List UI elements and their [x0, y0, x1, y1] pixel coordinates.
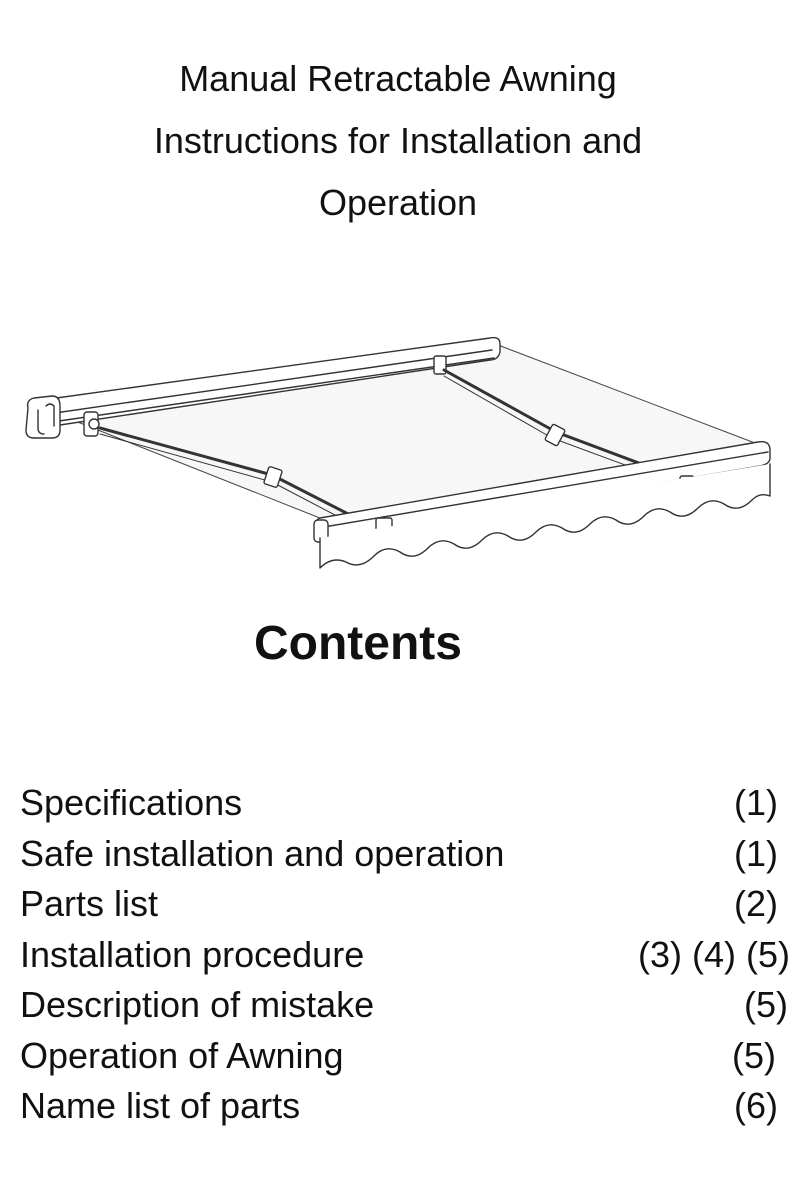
toc-item-name-list-of-parts: Name list of parts (6)	[20, 1081, 790, 1132]
toc-item-label: Description of mistake	[20, 984, 375, 1025]
awning-illustration-icon	[25, 336, 771, 569]
toc-item-label: Parts list	[20, 883, 159, 924]
toc-item-label: Specifications	[20, 782, 243, 823]
document-title: Manual Retractable Awning Instructions f…	[0, 48, 796, 234]
toc-item-specifications: Specifications (1)	[20, 778, 790, 829]
toc-item-pages: (3) (4) (5)	[638, 933, 790, 975]
toc-item-installation-procedure: Installation procedure (3) (4) (5)	[20, 930, 790, 981]
title-line-1: Manual Retractable Awning	[179, 58, 617, 99]
toc-item-safe-installation: Safe installation and operation (1)	[20, 829, 790, 880]
title-line-3: Operation	[318, 182, 478, 223]
title-line-2: Instructions for Installation and	[153, 120, 643, 161]
toc-item-label: Safe installation and operation	[20, 832, 505, 874]
toc-item-pages: (5)	[744, 984, 788, 1025]
toc-item-pages: (1)	[734, 782, 778, 823]
toc-item-pages: (1)	[734, 832, 778, 874]
toc-item-parts-list: Parts list (2)	[20, 879, 790, 930]
toc-item-pages: (5)	[732, 1034, 776, 1076]
toc-item-operation-of-awning: Operation of Awning (5)	[20, 1031, 790, 1082]
contents-heading: Contents	[254, 617, 462, 670]
toc-item-label: Operation of Awning	[20, 1034, 344, 1076]
toc-item-pages: (2)	[734, 883, 778, 924]
toc-item-label: Name list of parts	[20, 1085, 301, 1126]
table-of-contents: Specifications (1) Safe installation and…	[20, 778, 790, 1132]
toc-item-label: Installation procedure	[20, 933, 365, 975]
toc-item-pages: (6)	[734, 1085, 778, 1126]
toc-item-description-of-mistake: Description of mistake (5)	[20, 980, 790, 1031]
